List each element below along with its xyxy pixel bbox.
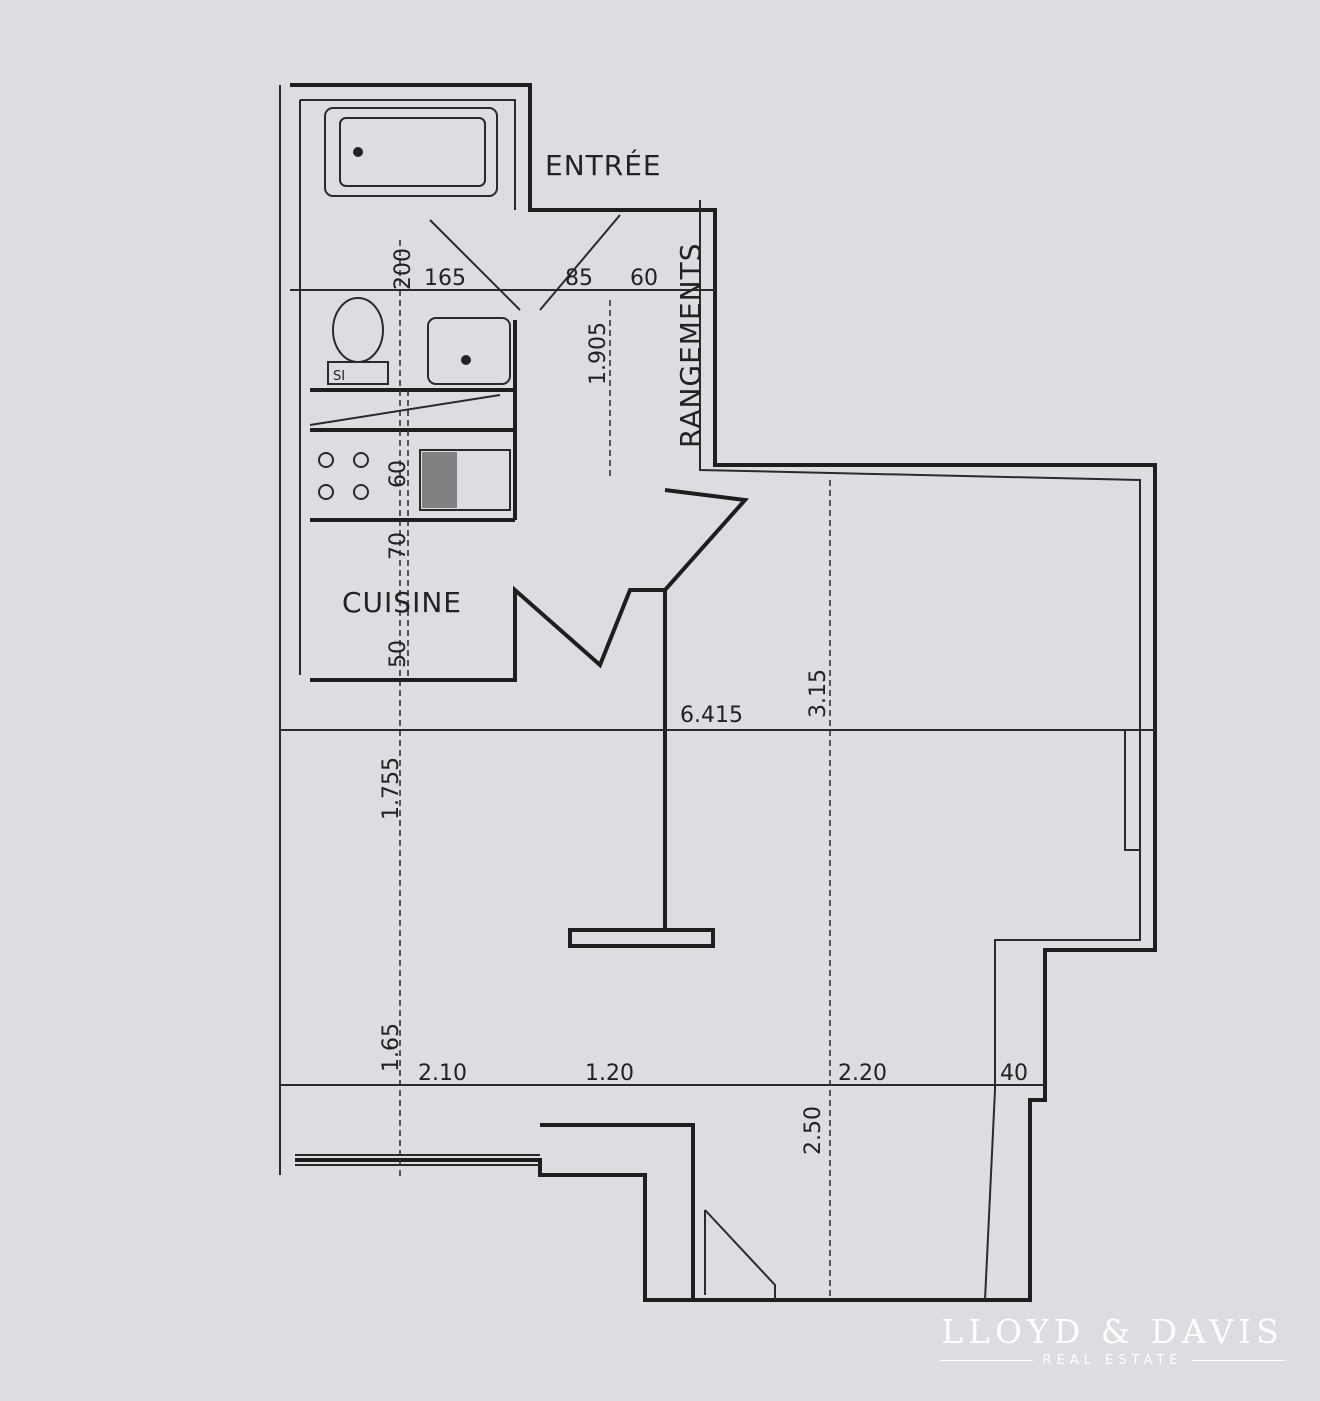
sink-icon (427, 317, 511, 385)
dim-70: 70 (386, 532, 411, 560)
dim-210: 2.10 (418, 1061, 467, 1086)
dim-200: 200 (391, 248, 416, 290)
dim-1905: 1.905 (586, 322, 611, 385)
logo-name: LLOYD & DAVIS (941, 1312, 1284, 1351)
dim-165: 165 (424, 266, 466, 291)
bathtub-icon (324, 107, 498, 197)
dimension-lines (280, 240, 1155, 1300)
stove-icon (318, 452, 369, 500)
room-label-kitchen: CUISINE (342, 586, 462, 619)
dim-315: 3.15 (806, 669, 831, 718)
dim-165b: 1.65 (379, 1023, 404, 1072)
dim-6415: 6.415 (680, 703, 743, 728)
dim-1755: 1.755 (379, 757, 404, 820)
dim-250: 2.50 (801, 1106, 826, 1155)
dim-85: 85 (565, 266, 593, 291)
room-label-entry: ENTRÉE (545, 148, 662, 182)
dim-60-top: 60 (630, 266, 658, 291)
room-label-storage: RANGEMENTS (674, 243, 707, 448)
toilet-tag: SI (333, 369, 345, 384)
dim-220: 2.20 (838, 1061, 887, 1086)
dim-60-kitchen: 60 (386, 460, 411, 488)
brand-logo: LLOYD & DAVIS REAL ESTATE (940, 1312, 1286, 1368)
dim-40: 40 (1000, 1061, 1028, 1086)
labels: ENTRÉE RANGEMENTS CUISINE 200 165 85 60 … (342, 148, 1028, 1155)
toilet-icon (332, 297, 384, 363)
logo-rule-left (940, 1360, 1033, 1361)
kitchen-sink-icon (419, 449, 511, 511)
dim-50: 50 (386, 640, 411, 668)
logo-rule-right (1192, 1360, 1286, 1361)
fixtures: SI (318, 107, 511, 511)
logo-subtitle: REAL ESTATE (1042, 1353, 1183, 1368)
walls (279, 83, 1157, 1302)
dim-120: 1.20 (585, 1061, 634, 1086)
